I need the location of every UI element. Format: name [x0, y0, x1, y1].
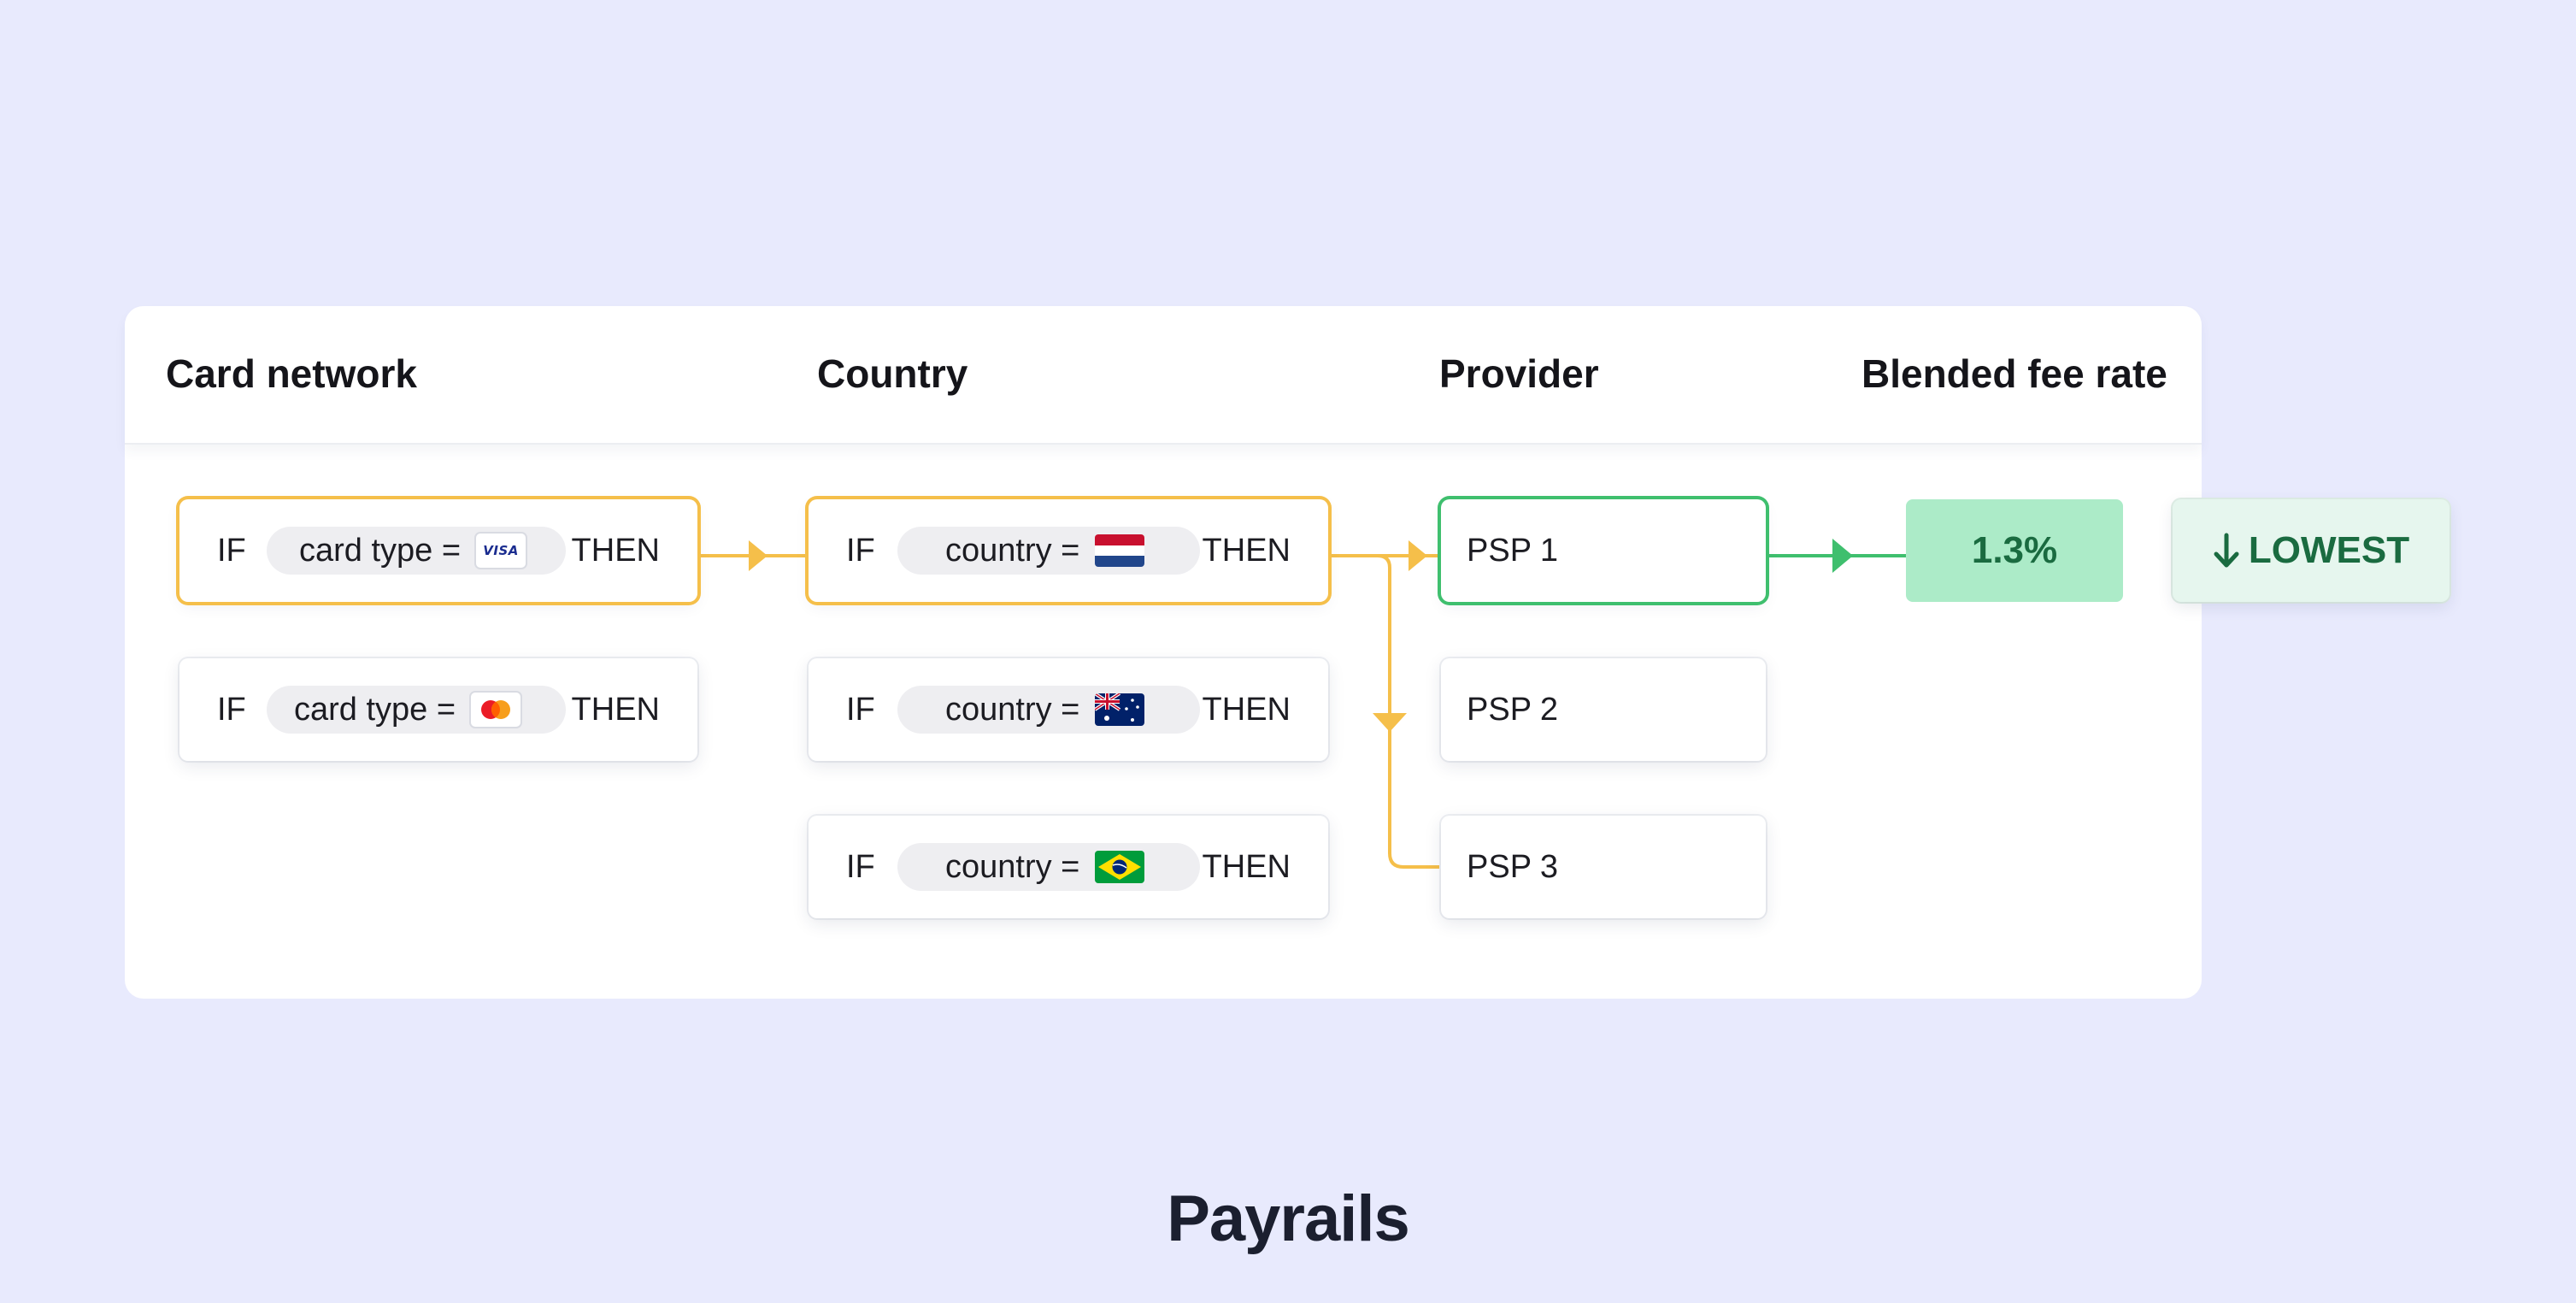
header-blended-fee-rate: Blended fee rate	[1861, 351, 2167, 396]
then-keyword: THEN	[571, 532, 660, 569]
arrow-psp-to-fee	[1832, 539, 1853, 573]
condition-pill: country =	[897, 843, 1200, 891]
connector-branch-down	[1377, 554, 1439, 869]
blended-fee-value: 1.3%	[1906, 499, 2123, 602]
brazil-flag	[1095, 851, 1145, 883]
if-keyword: IF	[846, 532, 875, 569]
arrow-country-to-psp1	[1409, 540, 1427, 571]
if-keyword: IF	[217, 532, 246, 569]
if-keyword: IF	[846, 691, 875, 728]
then-keyword: THEN	[1202, 532, 1291, 569]
visa-logo: VISA	[476, 534, 526, 568]
provider-label: PSP 3	[1467, 848, 1559, 885]
lowest-badge: LOWEST	[2173, 499, 2450, 602]
then-keyword: THEN	[1202, 691, 1291, 728]
card-rule-visa[interactable]: IF card type = VISA THEN	[179, 499, 697, 602]
provider-psp-1[interactable]: PSP 1	[1441, 499, 1766, 602]
condition-text: country =	[945, 848, 1080, 885]
condition-pill: country =	[897, 686, 1200, 734]
header-country: Country	[817, 351, 968, 396]
condition-text: card type =	[294, 691, 456, 728]
then-keyword: THEN	[1202, 848, 1291, 885]
condition-text: country =	[945, 691, 1080, 728]
condition-pill: card type =	[267, 686, 566, 734]
condition-pill: country =	[897, 527, 1200, 575]
header-provider: Provider	[1439, 351, 1599, 396]
header-card-network: Card network	[166, 351, 417, 396]
condition-pill: card type = VISA	[267, 527, 566, 575]
country-rule-brazil[interactable]: IF country = THEN	[809, 816, 1328, 918]
mastercard-circles	[481, 700, 511, 719]
visa-logo-text: VISA	[483, 543, 519, 558]
mastercard-logo	[471, 693, 521, 727]
payrails-logo: Payrails	[1167, 1182, 1410, 1255]
lowest-label: LOWEST	[2248, 529, 2410, 571]
condition-text: card type =	[299, 532, 462, 569]
arrow-card-to-country	[749, 540, 768, 571]
provider-label: PSP 2	[1467, 691, 1559, 728]
then-keyword: THEN	[571, 691, 660, 728]
provider-label: PSP 1	[1467, 532, 1559, 569]
country-rule-australia[interactable]: IF country = THEN	[809, 658, 1328, 761]
country-rule-netherlands[interactable]: IF country = THEN	[809, 499, 1328, 602]
arrow-down-icon	[2213, 533, 2240, 569]
australia-flag	[1095, 693, 1145, 726]
fee-value-text: 1.3%	[1971, 529, 2058, 571]
condition-text: country =	[945, 532, 1080, 569]
netherlands-flag	[1095, 534, 1145, 567]
panel-header: Card network Country Provider Blended fe…	[125, 306, 2202, 445]
if-keyword: IF	[217, 691, 246, 728]
card-rule-mastercard[interactable]: IF card type = THEN	[179, 658, 697, 761]
if-keyword: IF	[846, 848, 875, 885]
arrow-branch-down	[1373, 713, 1407, 732]
provider-psp-3[interactable]: PSP 3	[1441, 816, 1766, 918]
provider-psp-2[interactable]: PSP 2	[1441, 658, 1766, 761]
